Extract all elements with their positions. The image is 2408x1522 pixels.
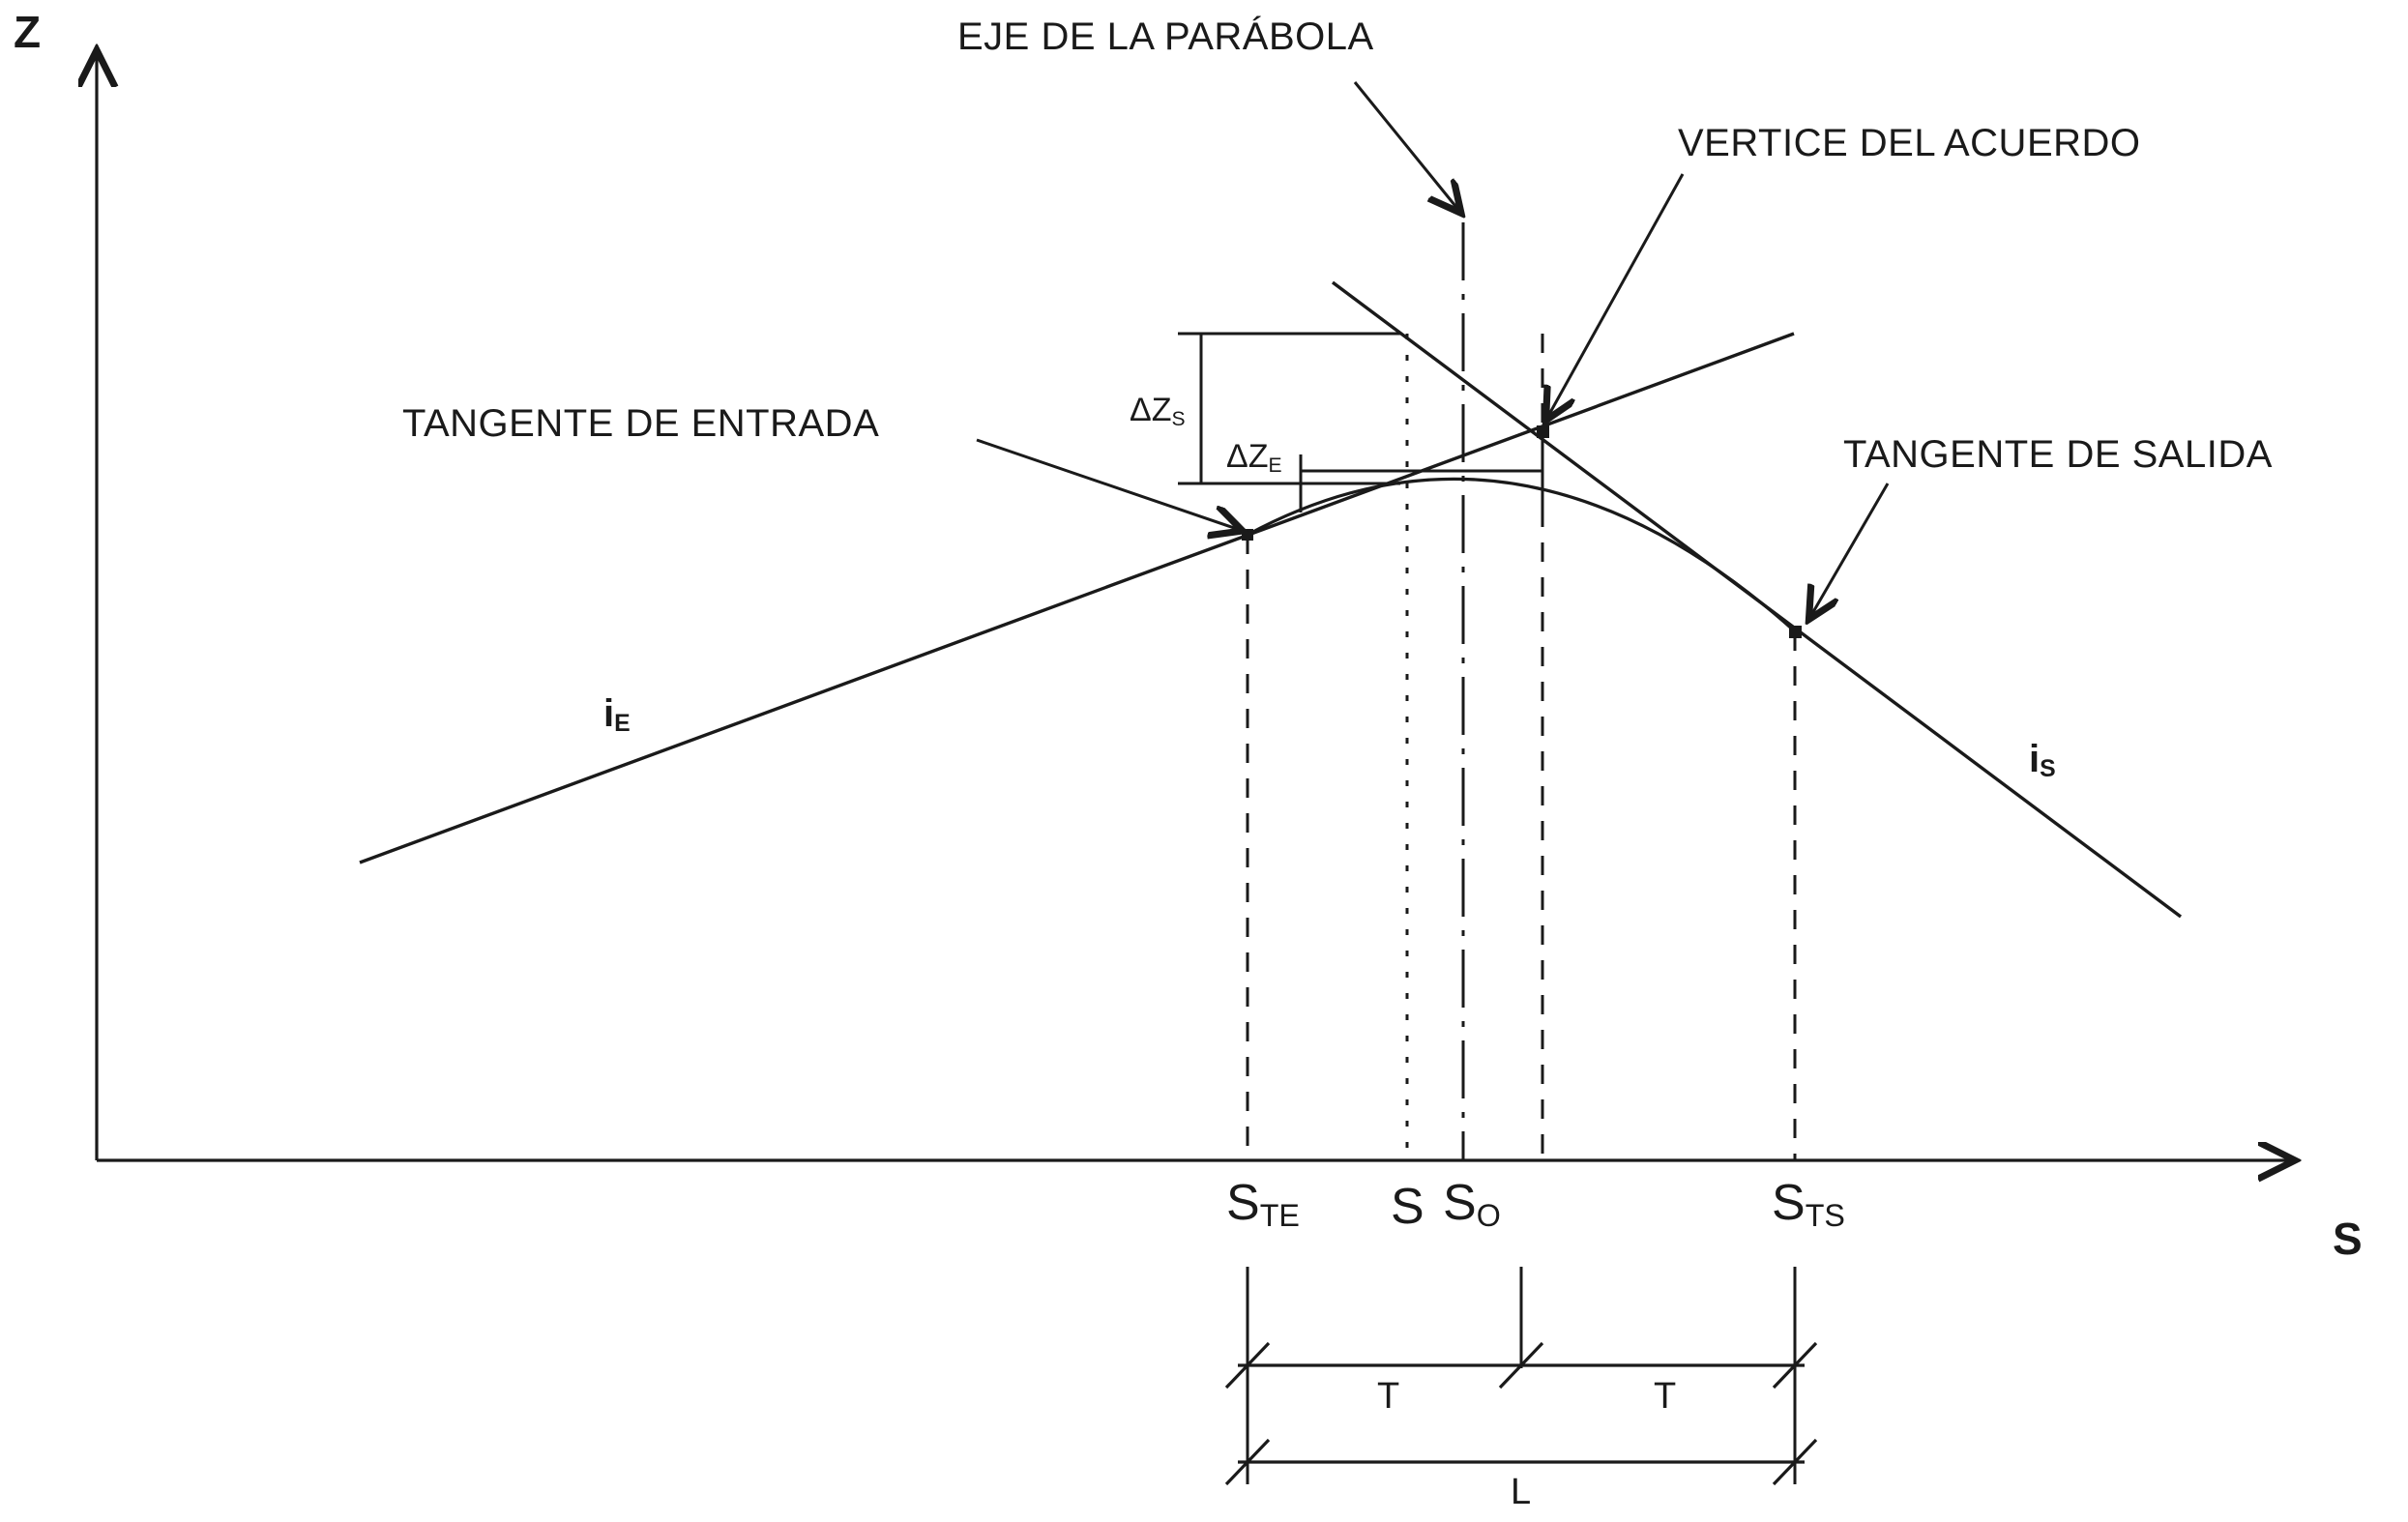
slope-exit-symbol: i — [2029, 738, 2041, 780]
label-slope-exit: iS — [2029, 738, 2056, 781]
tick-label-s-te: STE — [1226, 1175, 1300, 1231]
s-0-symbol: S — [1443, 1175, 1477, 1231]
leader-tangente-salida — [1810, 483, 1890, 617]
leader-tangente-entrada — [976, 438, 1240, 530]
slope-exit-subscript: S — [2040, 756, 2056, 783]
callout-vertice-acuerdo: VERTICE DEL ACUERDO — [1678, 122, 2141, 164]
s-symbol: S — [1391, 1179, 1424, 1235]
leader-eje-parabola — [1353, 81, 1459, 211]
delta-z-s-symbol: ΔZ — [1130, 392, 1172, 428]
dimension-label-l: L — [1511, 1472, 1532, 1512]
delta-z-e-symbol: ΔZ — [1226, 438, 1269, 475]
dimension-line-length — [1224, 1438, 1818, 1486]
leader-vertice-acuerdo — [1547, 173, 1685, 418]
dimension-label-t-left: T — [1377, 1376, 1400, 1417]
y-axis-label: Z — [14, 7, 42, 57]
s-te-subscript: TE — [1259, 1198, 1300, 1234]
s-0-subscript: O — [1476, 1198, 1501, 1234]
s-ts-subscript: TS — [1805, 1198, 1845, 1234]
delta-z-e-subscript: E — [1268, 454, 1282, 477]
s-ts-symbol: S — [1772, 1175, 1806, 1231]
tick-label-s-ts: STS — [1772, 1175, 1845, 1231]
slope-entry-subscript: E — [614, 711, 631, 738]
parabola-curve — [1247, 477, 1797, 633]
callout-tangente-entrada: TANGENTE DE ENTRADA — [402, 402, 880, 445]
label-delta-z-e: ΔZE — [1226, 438, 1282, 476]
delta-z-e-bracket — [1299, 454, 1544, 512]
dimension-label-t-right: T — [1654, 1376, 1677, 1417]
delta-z-s-bracket — [1178, 332, 1400, 485]
tick-label-s: S — [1391, 1182, 1424, 1232]
point-marker-vertex — [1537, 425, 1549, 438]
x-axis-label: S — [2333, 1214, 2363, 1264]
callout-tangente-salida: TANGENTE DE SALIDA — [1843, 433, 2273, 476]
slope-entry-symbol: i — [603, 692, 615, 735]
dimension-line-tangents — [1224, 1341, 1818, 1390]
callout-eje-parabola: EJE DE LA PARÁBOLA — [957, 15, 1374, 58]
label-delta-z-s: ΔZS — [1130, 392, 1186, 429]
dimension-extension-lines — [1246, 1267, 1797, 1484]
axis-group — [97, 53, 2292, 1160]
label-slope-entry: iE — [603, 692, 631, 736]
delta-z-s-subscript: S — [1171, 407, 1186, 430]
tick-label-s-0: SO — [1443, 1175, 1501, 1231]
s-te-symbol: S — [1226, 1175, 1260, 1231]
